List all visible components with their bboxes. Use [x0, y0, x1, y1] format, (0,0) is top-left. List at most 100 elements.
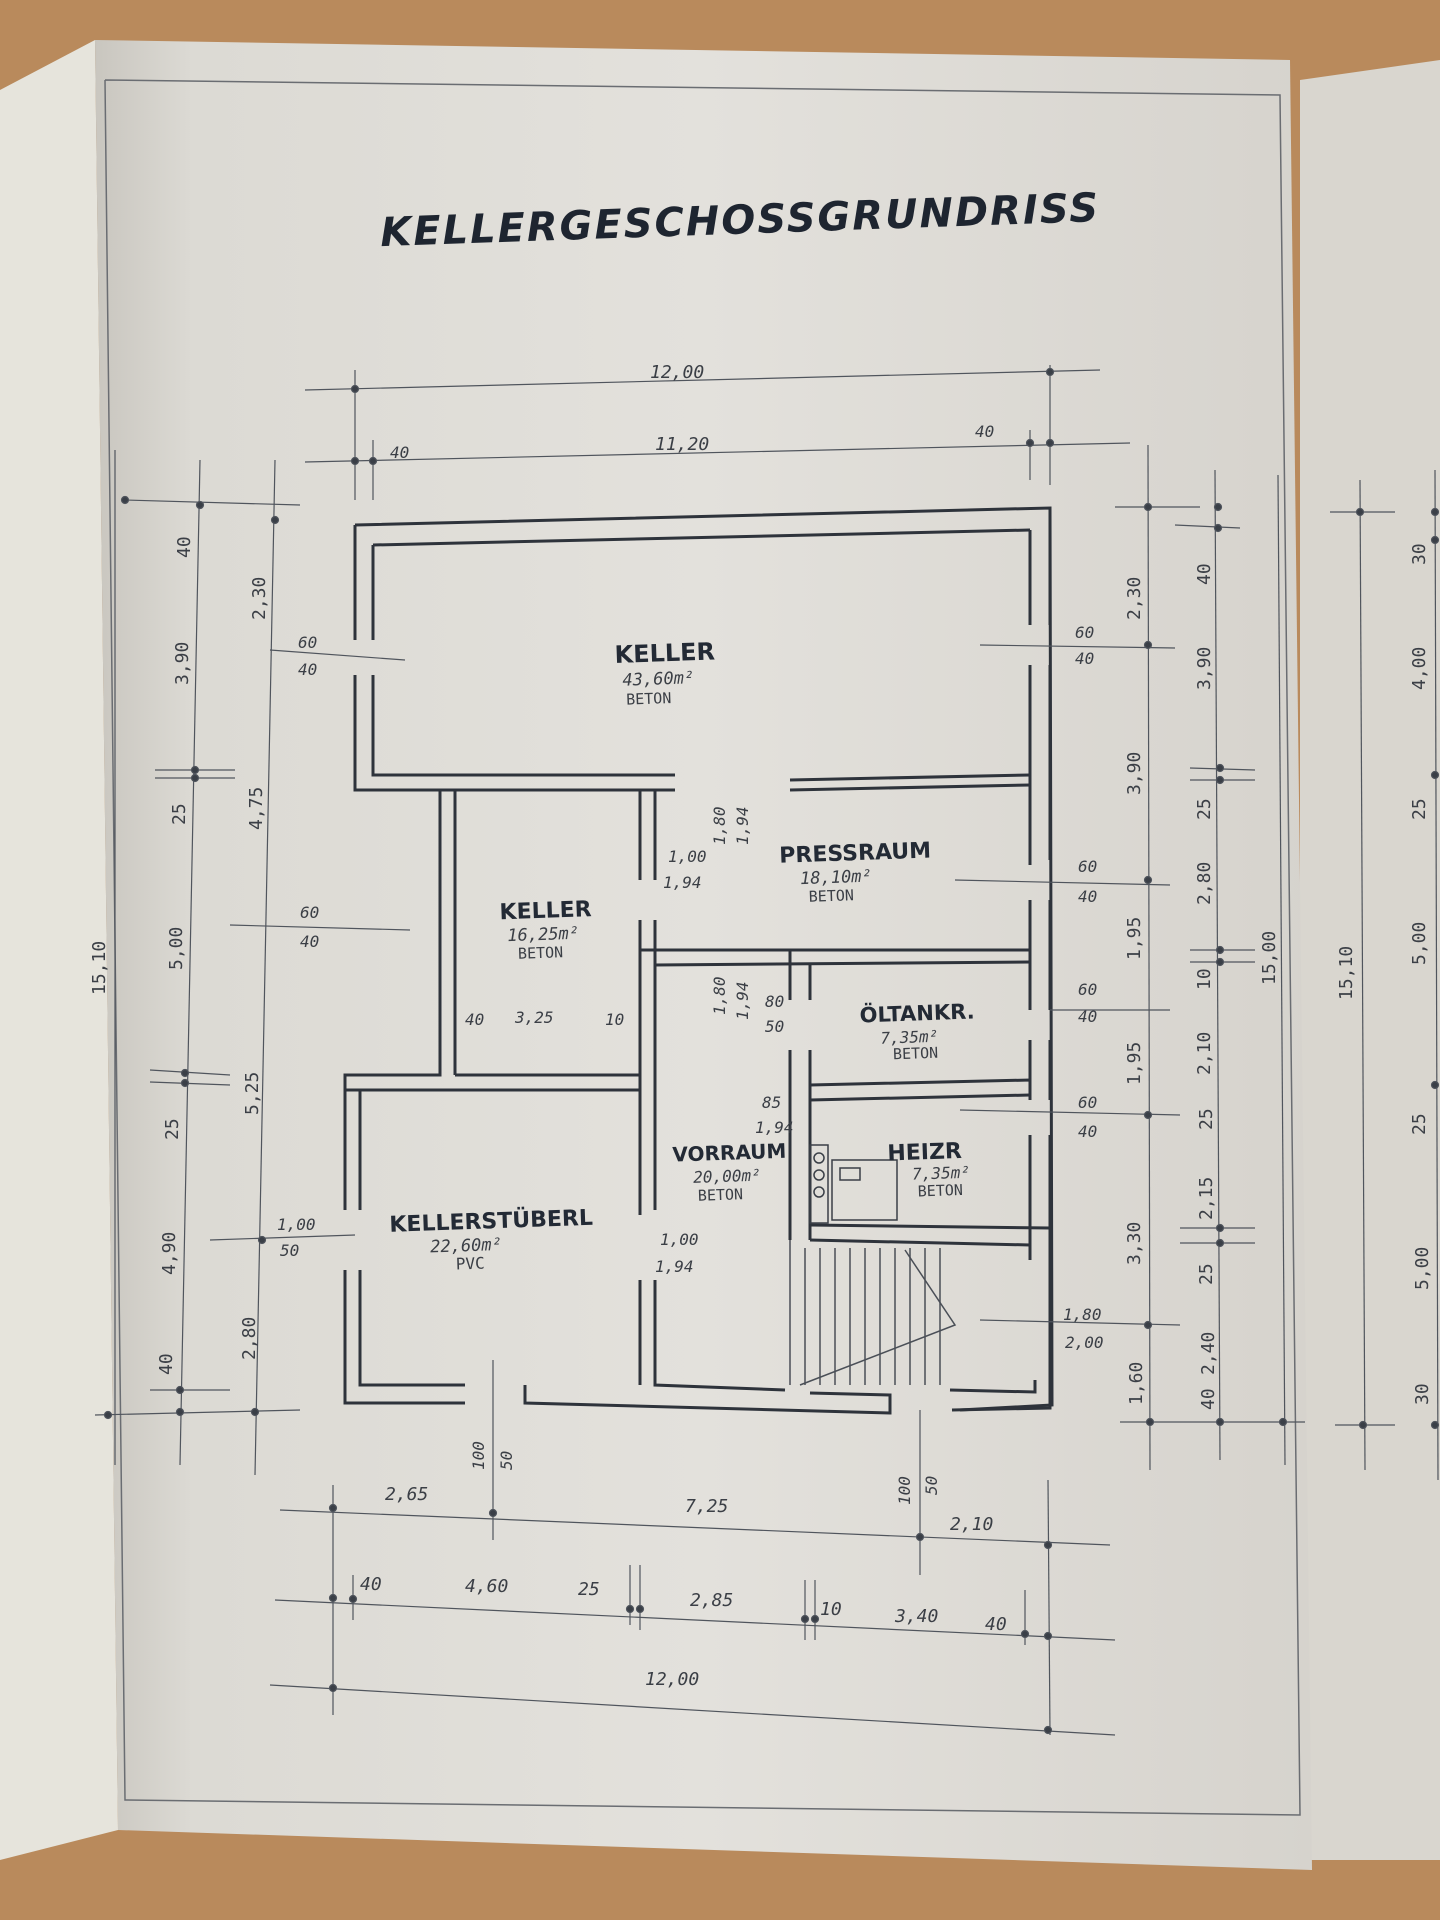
- dim-right-c1-0: 2,30: [1124, 577, 1145, 620]
- dim-right-c2-10: 40: [1198, 1388, 1219, 1410]
- dim-right-c1-1: 3,90: [1124, 752, 1145, 795]
- dims-left: 15,10 40 3,90 25 5,00 25 4,90 40 2,30 4,…: [89, 536, 270, 1375]
- sheet-border: [104, 79, 1301, 1816]
- dim-left-c1-0: 40: [174, 536, 195, 558]
- room-keller-small: KELLER 16,25m² BETON: [499, 897, 592, 963]
- dim-left-c1-5: 4,90: [159, 1232, 180, 1275]
- bottom-win-left-w: 100: [469, 1441, 488, 1470]
- room-vorraum: VORRAUM 20,00m² BETON: [672, 1139, 787, 1205]
- dim-far-right-6: 30: [1412, 1383, 1433, 1405]
- dim-left-c1-3: 5,00: [166, 927, 187, 970]
- dim-left-c2-3: 2,80: [239, 1317, 260, 1360]
- dim-right-c1-2: 1,95: [1124, 917, 1145, 960]
- win-mid-right-h: 40: [1078, 887, 1097, 906]
- door-entry-w: 1,80: [1063, 1305, 1102, 1324]
- dim-right-c2-2: 25: [1194, 798, 1215, 820]
- dim-bottom-r1-2: 2,10: [950, 1514, 993, 1535]
- dim-far-right-5: 5,00: [1412, 1247, 1433, 1290]
- dim-bottom-r1-0: 2,65: [385, 1484, 428, 1505]
- right-next-sheet: [1300, 60, 1440, 1860]
- dim-bottom-r2-3: 2,85: [690, 1590, 733, 1611]
- room-name: KELLER: [614, 637, 715, 668]
- dim-right-c1-4: 3,30: [1124, 1222, 1145, 1265]
- dim-bottom-overall: 12,00: [645, 1669, 699, 1690]
- door-heiz-h: 1,94: [755, 1118, 794, 1137]
- dim-far-right-3: 5,00: [1409, 922, 1430, 965]
- dim-overall-left: 15,10: [89, 941, 110, 995]
- dim-left-c1-6: 40: [156, 1353, 177, 1375]
- dim-far-right-0: 30: [1409, 543, 1430, 565]
- room-floor: BETON: [893, 1044, 939, 1064]
- door-vor-upper-w: 1,80: [710, 976, 729, 1015]
- win-oel-right-w: 60: [1078, 980, 1097, 999]
- bottom-win-left-h: 50: [497, 1451, 516, 1470]
- room-heizraum: HEIZR 7,35m² BETON: [887, 1139, 970, 1201]
- dim-far-right-4: 25: [1409, 1113, 1430, 1135]
- dim-far-right-1: 4,00: [1409, 647, 1430, 690]
- win-heiz-right-h: 40: [1078, 1122, 1097, 1141]
- dims-top: 12,00 11,20 40 40: [390, 362, 994, 462]
- dims-bottom: 2,65 7,25 2,10 40 4,60 25 2,85 10 3,40 4…: [360, 1484, 1007, 1690]
- dim-right-c2-6: 25: [1196, 1108, 1217, 1130]
- dim-left-c1-2: 25: [169, 803, 190, 825]
- room-floor: BETON: [808, 886, 854, 906]
- dim-right-c1-3: 1,95: [1124, 1042, 1145, 1085]
- dim-right-c2-9: 2,40: [1198, 1332, 1219, 1375]
- room-labels: KELLER 43,60m² BETON PRESSRAUM 18,10m² B…: [389, 637, 975, 1273]
- bottom-win-right-w: 100: [895, 1476, 914, 1505]
- dim-left-c2-1: 4,75: [246, 787, 267, 830]
- main-sheet: [95, 40, 1312, 1870]
- dim-left-c1-4: 25: [162, 1118, 183, 1140]
- room-name: ÖLTANKR.: [859, 998, 975, 1027]
- room-floor: BETON: [917, 1181, 963, 1201]
- left-folded-sheet: [0, 40, 118, 1860]
- room-name: KELLER: [499, 897, 592, 925]
- dim-bottom-r2-2: 25: [578, 1579, 600, 1600]
- door-keller-press-h: 1,94: [733, 806, 752, 845]
- room-area: 18,10m²: [800, 867, 872, 889]
- dim-bottom-r1-1: 7,25: [685, 1496, 728, 1517]
- dim-left-c1-1: 3,90: [172, 642, 193, 685]
- dim-inner-top: 11,20: [655, 434, 709, 455]
- door-heiz-w: 85: [762, 1093, 781, 1112]
- win-stub-left-w: 1,00: [277, 1215, 316, 1234]
- room-floor: BETON: [518, 943, 564, 963]
- dim-right-c2-7: 2,15: [1196, 1177, 1217, 1220]
- boiler-symbol: [809, 1144, 898, 1224]
- room-name: VORRAUM: [672, 1139, 787, 1167]
- room-floor: BETON: [698, 1185, 744, 1205]
- dim-right-c2-1: 3,90: [1194, 647, 1215, 690]
- win-top-right-h: 40: [1075, 649, 1094, 668]
- dim-bottom-r2-4: 10: [820, 1599, 842, 1620]
- room-oeltankraum: ÖLTANKR. 7,35m² BETON: [859, 998, 975, 1064]
- win-top-left-w: 60: [298, 633, 317, 652]
- win-stub-left-h: 50: [280, 1241, 299, 1260]
- door-press-h: 1,94: [663, 873, 702, 892]
- win-heiz-right-w: 60: [1078, 1093, 1097, 1112]
- door-press-w: 1,00: [668, 847, 707, 866]
- door-stub-w: 1,00: [660, 1230, 699, 1249]
- dim-wall-right-top: 40: [975, 422, 994, 441]
- door-oel-w: 80: [765, 992, 784, 1011]
- win-mid-left-w: 60: [300, 903, 319, 922]
- door-oel-h: 50: [765, 1017, 784, 1036]
- dim-right-c2-4: 10: [1194, 968, 1215, 990]
- staircase: [789, 1240, 957, 1386]
- room-name: HEIZR: [887, 1139, 962, 1167]
- room-pressraum: PRESSRAUM 18,10m² BETON: [779, 839, 932, 906]
- door-entry-h: 2,00: [1065, 1333, 1104, 1352]
- room-area: 7,35m²: [880, 1027, 938, 1048]
- opening-labels: 60 40 60 40 60 40 60 40 60 40 60 40 1,00…: [277, 623, 1104, 1505]
- dim-wall-left-top: 40: [390, 443, 409, 462]
- room-area: 7,35m²: [912, 1163, 970, 1184]
- dim-bottom-r2-0: 40: [360, 1574, 382, 1595]
- room-area: 22,60m²: [430, 1235, 502, 1257]
- dim-right-c2-8: 25: [1196, 1263, 1217, 1285]
- dim-right-c2-3: 2,80: [1194, 862, 1215, 905]
- dim-overall-top: 12,00: [650, 362, 704, 383]
- dims-right: 2,30 3,90 1,95 1,95 3,30 1,60 40 3,90 25…: [1124, 543, 1433, 1410]
- dim-right-c2-5: 2,10: [1194, 1032, 1215, 1075]
- keller2-wall-right: 10: [605, 1010, 624, 1029]
- dimension-lines: [94, 365, 1440, 1736]
